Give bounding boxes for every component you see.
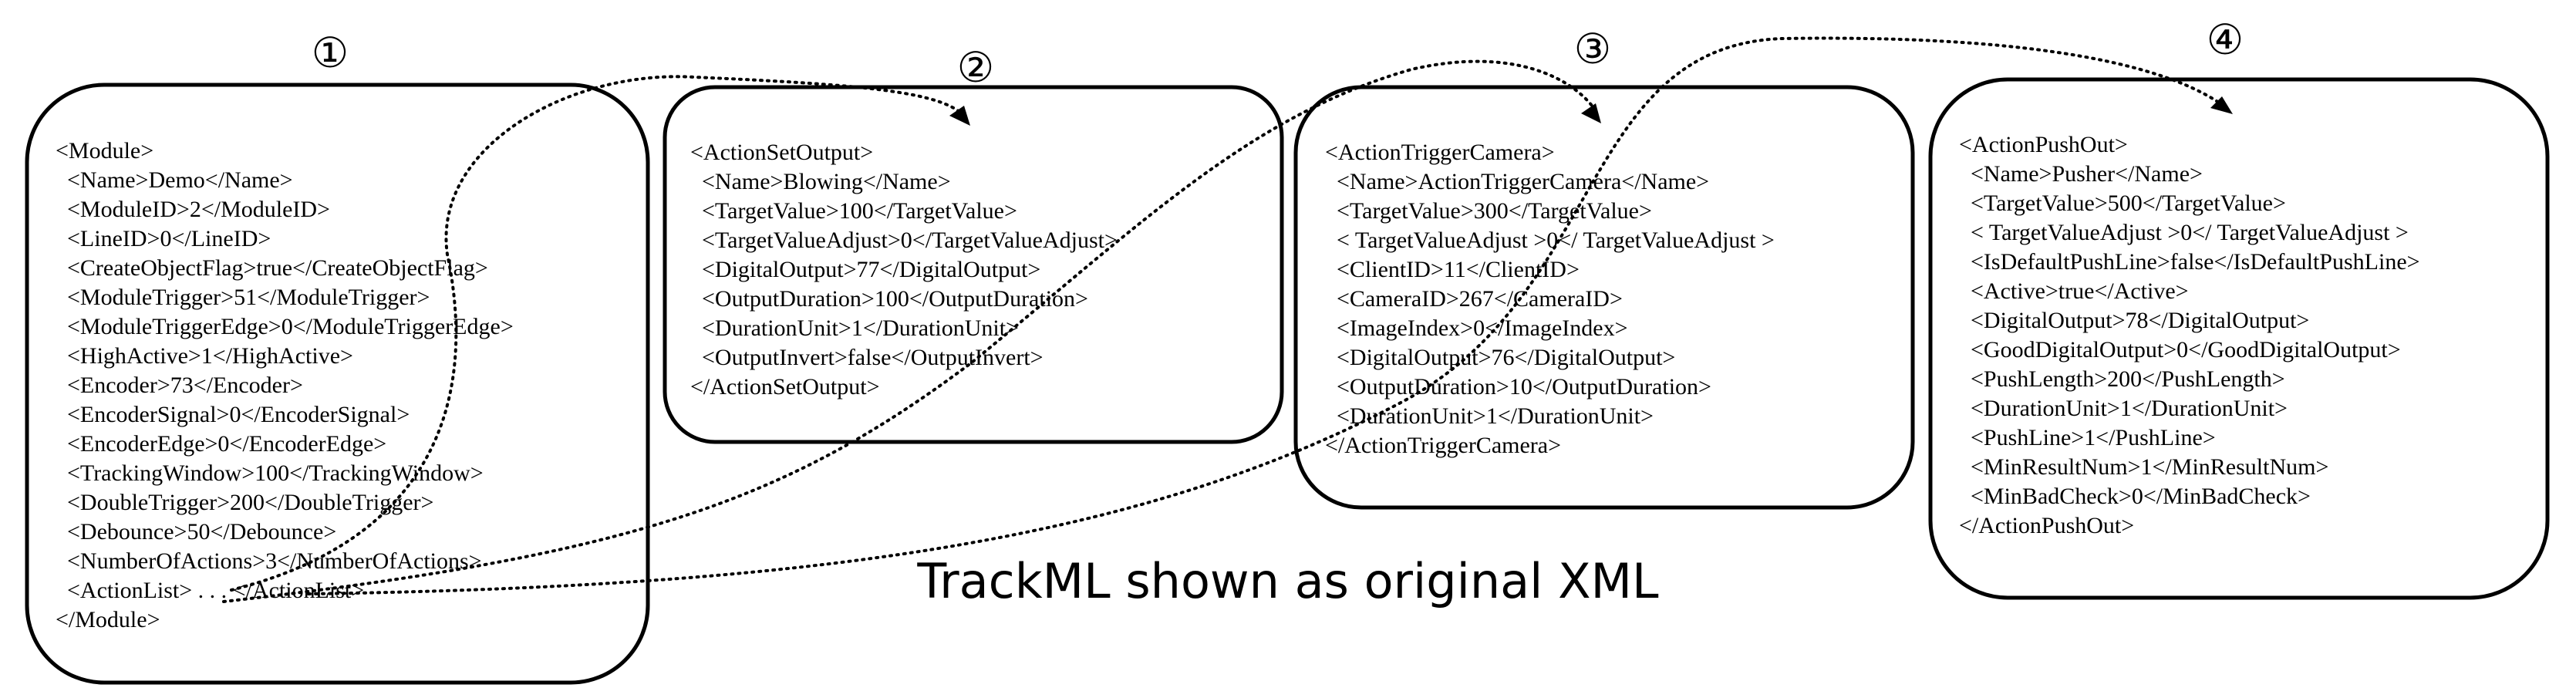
action-set-output-box: ② <ActionSetOutput> <Name>Blowing</Name>… (663, 0, 1284, 444)
xml-line: <IsDefaultPushLine>false</IsDefaultPushL… (1959, 249, 2420, 275)
xml-line: <DigitalOutput>77</DigitalOutput> (690, 257, 1040, 282)
action-push-out-box-frame (1928, 77, 2550, 600)
xml-line: <EncoderSignal>0</EncoderSignal> (56, 402, 410, 427)
xml-line: <CreateObjectFlag>true</CreateObjectFlag… (56, 255, 488, 281)
xml-line: </ActionPushOut> (1959, 513, 2134, 538)
xml-line: </Module> (56, 607, 160, 632)
xml-line: <DigitalOutput>76</DigitalOutput> (1325, 345, 1675, 370)
xml-line: <ActionSetOutput> (690, 140, 873, 165)
xml-line: <MinBadCheck>0</MinBadCheck> (1959, 484, 2311, 509)
arrowhead-action-push-out (2210, 96, 2233, 114)
xml-line: <OutputDuration>100</OutputDuration> (690, 286, 1088, 312)
xml-line: </ActionSetOutput> (690, 374, 880, 400)
xml-line: <ActionList> . . . </ActionList> (56, 578, 364, 603)
xml-line: < TargetValueAdjust >0</ TargetValueAdju… (1959, 220, 2409, 245)
xml-line: <TargetValue>300</TargetValue> (1325, 198, 1652, 224)
xml-line: <DurationUnit>1</DurationUnit> (1325, 403, 1654, 429)
xml-line: <ActionPushOut> (1959, 132, 2128, 157)
xml-line: <ModuleTrigger>51</ModuleTrigger> (56, 285, 430, 310)
xml-line: <HighActive>1</HighActive> (56, 343, 353, 369)
xml-line: <Name>Pusher</Name> (1959, 161, 2203, 187)
arrowhead-action-set-output (949, 106, 970, 126)
xml-line: <MinResultNum>1</MinResultNum> (1959, 454, 2328, 480)
connector-to-action-trigger-camera (222, 59, 1598, 603)
xml-line: <TargetValue>100</TargetValue> (690, 198, 1017, 224)
connector-to-action-set-output (230, 75, 966, 592)
action-set-output-box-frame (663, 85, 1284, 444)
xml-line: <TargetValue>500</TargetValue> (1959, 191, 2286, 216)
action-push-out-box-number: ④ (2207, 15, 2244, 64)
action-set-output-box-lines: <ActionSetOutput> <Name>Blowing</Name> <… (690, 0, 1158, 400)
xml-line: <Module> (56, 138, 153, 164)
xml-line: <LineID>0</LineID> (56, 226, 271, 251)
xml-line: <Name>Demo</Name> (56, 167, 293, 193)
arrowhead-action-trigger-camera (1581, 103, 1601, 123)
xml-line: <DigitalOutput>78</DigitalOutput> (1959, 308, 2309, 333)
xml-line: <Active>true</Active> (1959, 278, 2189, 304)
module-box-lines: <Module> <Name>Demo</Name> <ModuleID>2</… (56, 0, 554, 632)
xml-line: </ActionTriggerCamera> (1325, 433, 1561, 458)
connectors (222, 36, 2233, 603)
xml-line: <EncoderEdge>0</EncoderEdge> (56, 431, 386, 457)
module-box-frame (25, 83, 650, 685)
xml-line: <ImageIndex>0</ImageIndex> (1325, 315, 1628, 341)
module-box: ① <Module> <Name>Demo</Name> <ModuleID>2… (25, 0, 650, 685)
xml-line: <Encoder>73</Encoder> (56, 373, 303, 398)
module-box-number: ① (312, 29, 349, 77)
connector-to-action-push-out (307, 36, 2223, 595)
xml-line: <DurationUnit>1</DurationUnit> (690, 315, 1019, 341)
action-trigger-camera-box: ③ <ActionTriggerCamera> <Name>ActionTrig… (1293, 0, 1915, 510)
xml-line: <ModuleID>2</ModuleID> (56, 197, 330, 222)
xml-line: <OutputInvert>false</OutputInvert> (690, 345, 1044, 370)
xml-line: <OutputDuration>10</OutputDuration> (1325, 374, 1711, 400)
xml-line: <DurationUnit>1</DurationUnit> (1959, 396, 2288, 421)
xml-line: <TrackingWindow>100</TrackingWindow> (56, 460, 484, 486)
xml-line: < TargetValueAdjust >0</ TargetValueAdju… (1325, 228, 1775, 253)
xml-line: <GoodDigitalOutput>0</GoodDigitalOutput> (1959, 337, 2401, 362)
xml-line: <DoubleTrigger>200</DoubleTrigger> (56, 490, 433, 515)
xml-line: <NumberOfActions>3</NumberOfActions> (56, 548, 482, 574)
xml-line: <TargetValueAdjust>0</TargetValueAdjust> (690, 228, 1118, 253)
xml-line: <Name>ActionTriggerCamera</Name> (1325, 169, 1709, 194)
action-trigger-camera-box-number: ③ (1574, 25, 1611, 73)
xml-line: <ModuleTriggerEdge>0</ModuleTriggerEdge> (56, 314, 514, 339)
xml-line: <PushLength>200</PushLength> (1959, 366, 2285, 392)
xml-line: <ActionTriggerCamera> (1325, 140, 1555, 165)
action-trigger-camera-box-lines: <ActionTriggerCamera> <Name>ActionTrigge… (1325, 0, 1815, 458)
action-set-output-box-number: ② (957, 43, 994, 92)
action-trigger-camera-box-frame (1293, 85, 1915, 510)
xml-line: <Debounce>50</Debounce> (56, 519, 336, 545)
action-push-out-box: ④ <ActionPushOut> <Name>Pusher</Name> <T… (1928, 0, 2550, 600)
xml-line: <CameraID>267</CameraID> (1325, 286, 1623, 312)
xml-line: <PushLine>1</PushLine> (1959, 425, 2216, 450)
xml-line: <Name>Blowing</Name> (690, 169, 951, 194)
xml-line: <ClientID>11</ClientID> (1325, 257, 1580, 282)
action-push-out-box-lines: <ActionPushOut> <Name>Pusher</Name> <Tar… (1959, 0, 2460, 538)
diagram-caption: TrackML shown as original XML (916, 553, 1659, 609)
